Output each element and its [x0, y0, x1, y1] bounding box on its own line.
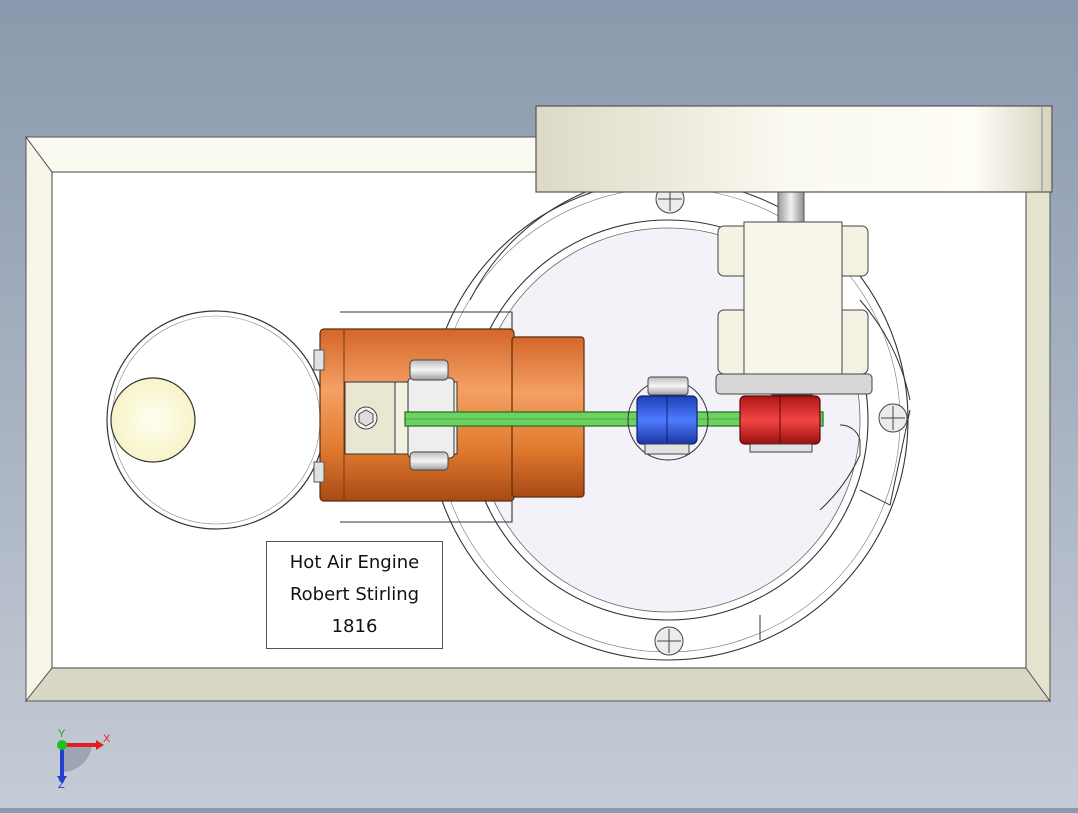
- flywheel: [535, 105, 1053, 193]
- triad-y-label: Y: [58, 728, 66, 740]
- nameplate-year: 1816: [331, 616, 378, 637]
- nameplate-title: Hot Air Engine: [289, 552, 420, 573]
- screw-right: [878, 403, 908, 433]
- displacer-column: [715, 191, 873, 395]
- screw-bottom: [654, 626, 684, 656]
- triad-x-label: X: [103, 733, 111, 745]
- triad-z-label: Z: [58, 779, 65, 791]
- blue-bearing: [627, 376, 709, 461]
- nameplate-inventor: Robert Stirling: [289, 584, 420, 605]
- nameplate: Hot Air Engine Robert Stirling 1816: [266, 541, 443, 649]
- triad-y-axis: [57, 740, 67, 750]
- view-triad: [57, 740, 104, 784]
